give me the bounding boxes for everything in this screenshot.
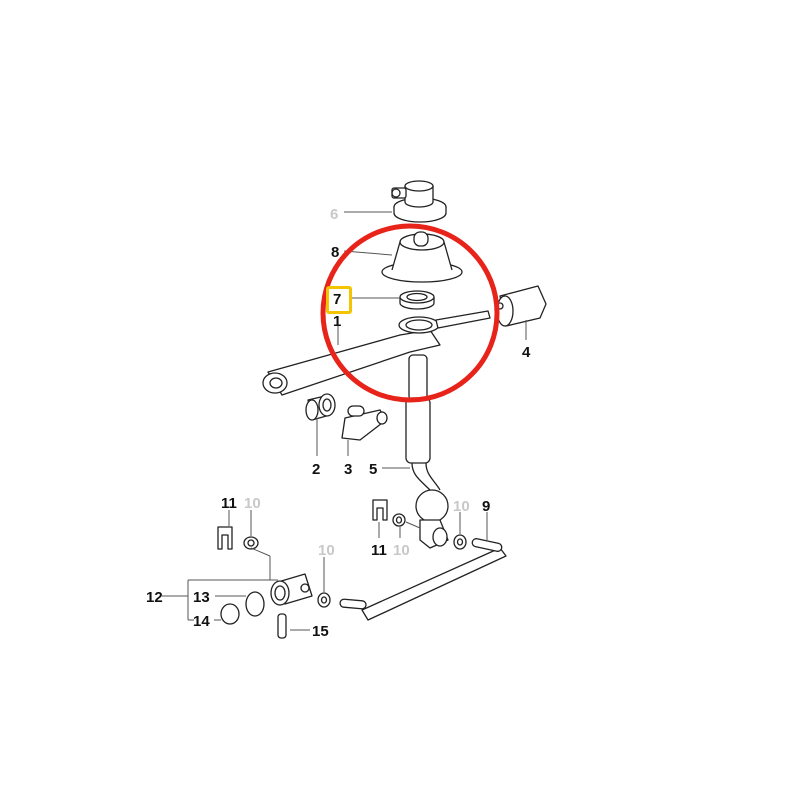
part-label-10a: 10 (244, 495, 261, 512)
part-13-o-ring (245, 591, 265, 617)
part-15-pin (277, 613, 287, 639)
part-label-3: 3 (344, 461, 353, 478)
part-3-clip (341, 405, 388, 441)
part-label-4: 4 (522, 344, 531, 361)
part-label-13: 13 (193, 589, 210, 606)
highlight-circle (320, 223, 500, 403)
part-label-1: 1 (333, 313, 342, 330)
part-label-10b: 10 (318, 542, 335, 559)
part-label-10c: 10 (453, 498, 470, 515)
part-6-clamp (391, 180, 447, 223)
highlight-box-part-7 (326, 286, 352, 314)
part-4-end-piece (496, 285, 547, 327)
part-11-clip-left (217, 526, 233, 550)
leader-lines (162, 211, 527, 631)
part-7-bushing (399, 290, 435, 310)
part-11-clip-right (372, 499, 388, 521)
part-label-10d: 10 (393, 542, 410, 559)
part-1-lever (262, 310, 491, 396)
part-label-11a: 11 (221, 495, 237, 512)
part-14-cap (220, 603, 240, 625)
part-2-bushing (305, 393, 336, 421)
part-5-shift-rod (405, 354, 449, 549)
part-9-selector-rod (339, 538, 507, 621)
part-12-joint (270, 573, 313, 606)
part-label-2: 2 (312, 461, 321, 478)
part-label-7: 7 (333, 291, 342, 308)
part-label-12: 12 (146, 589, 163, 606)
part-label-15: 15 (312, 623, 329, 640)
part-8-boot (381, 231, 463, 283)
part-label-6: 6 (330, 206, 339, 223)
part-label-5: 5 (369, 461, 378, 478)
part-label-9: 9 (482, 498, 491, 515)
part-label-14: 14 (193, 613, 210, 630)
part-label-8: 8 (331, 244, 340, 261)
part-label-11b: 11 (371, 542, 387, 559)
